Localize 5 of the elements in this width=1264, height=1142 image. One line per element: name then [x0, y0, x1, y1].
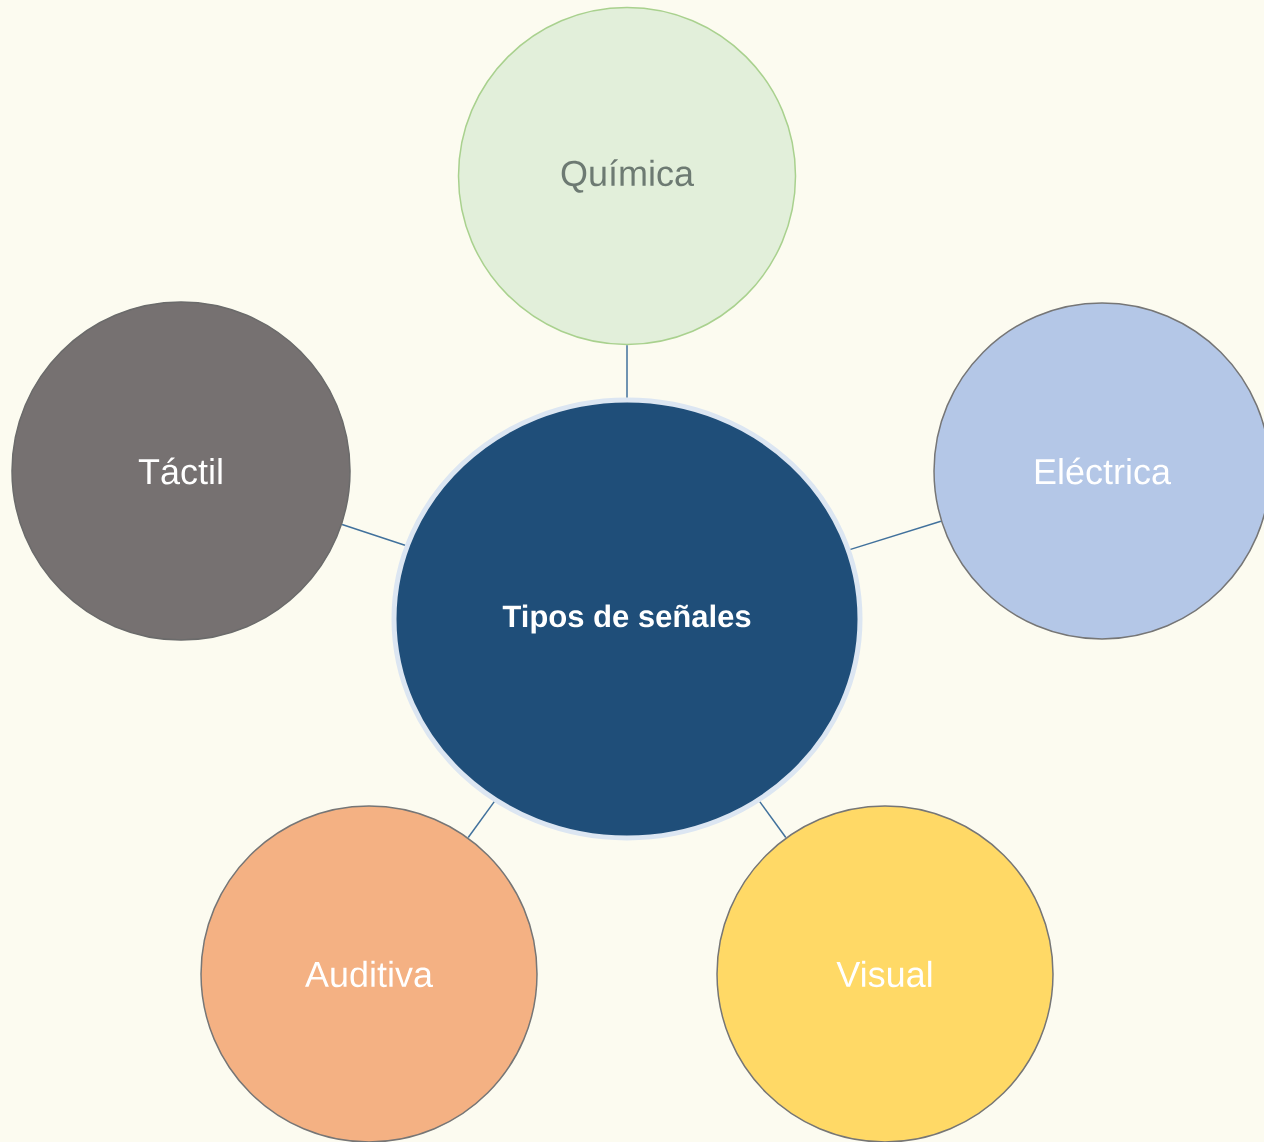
connector-line: [626, 344, 628, 399]
connector-line: [467, 801, 495, 839]
connector-line: [849, 520, 942, 551]
connector-line: [341, 523, 406, 547]
connector-line: [759, 801, 787, 839]
